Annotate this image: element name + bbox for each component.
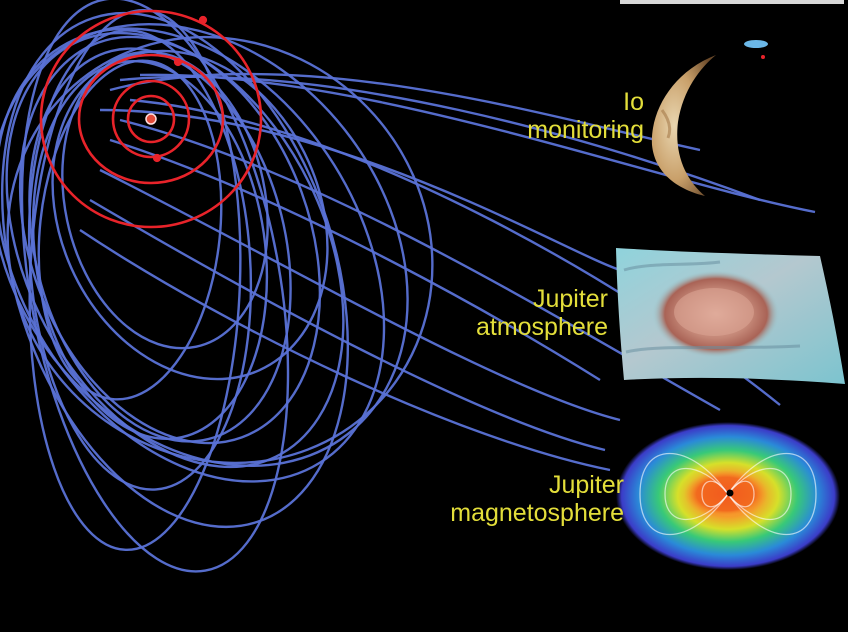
io-image (651, 40, 768, 196)
spacecraft-orbit-loop (61, 50, 269, 350)
magnetosphere-label-line-2: magnetosphere (450, 499, 624, 527)
spacecraft-trajectory-arc (109, 138, 601, 382)
spacecraft-orbit-loop (20, 0, 290, 573)
spacecraft-trajectory-arc (139, 73, 816, 214)
magnetosphere-image (616, 422, 840, 570)
moon-orbits (39, 9, 263, 229)
spacecraft-orbit-loop (18, 35, 322, 445)
jupiter-magnetosphere-label: Jupiter magnetosphere (450, 471, 624, 527)
spacecraft-orbit-loop (0, 11, 350, 529)
spacecraft-trajectory-arc (79, 229, 611, 472)
moon-dot (198, 15, 208, 25)
io-label-line-1: Io (623, 88, 644, 116)
moon-dot (173, 57, 183, 67)
spacecraft-orbit-loop (0, 27, 386, 483)
spacecraft-orbit-loop (27, 29, 253, 491)
atmosphere-label-line-2: atmosphere (475, 313, 608, 341)
magnetosphere-label-line-1: Jupiter (548, 471, 624, 499)
moon-orbit-ring (111, 79, 191, 159)
moon-dot (152, 153, 162, 163)
top-edge-bar (620, 0, 844, 4)
atmosphere-image (616, 248, 845, 384)
spacecraft-trajectory-arc (99, 108, 621, 272)
moon-orbit-ring (77, 53, 225, 185)
spacecraft-orbit-loop (37, 59, 223, 401)
moon-orbit-ring (39, 9, 263, 229)
spacecraft-orbit-loop (28, 47, 292, 443)
spacecraft-trajectory-arc (99, 168, 621, 422)
jupiter-atmosphere-label: Jupiter atmosphere (476, 285, 608, 341)
moon-orbit-ring (126, 94, 176, 144)
io-label-line-2: monitoring (527, 116, 644, 144)
io-monitoring-label: Io monitoring (527, 88, 644, 144)
atmosphere-label-line-1: Jupiter (532, 285, 608, 313)
spacecraft-orbit-loop (6, 35, 434, 465)
spacecraft-orbit-loop (0, 23, 409, 467)
jupiter-dot (145, 113, 157, 125)
spacecraft-trajectory-arc (89, 198, 606, 452)
